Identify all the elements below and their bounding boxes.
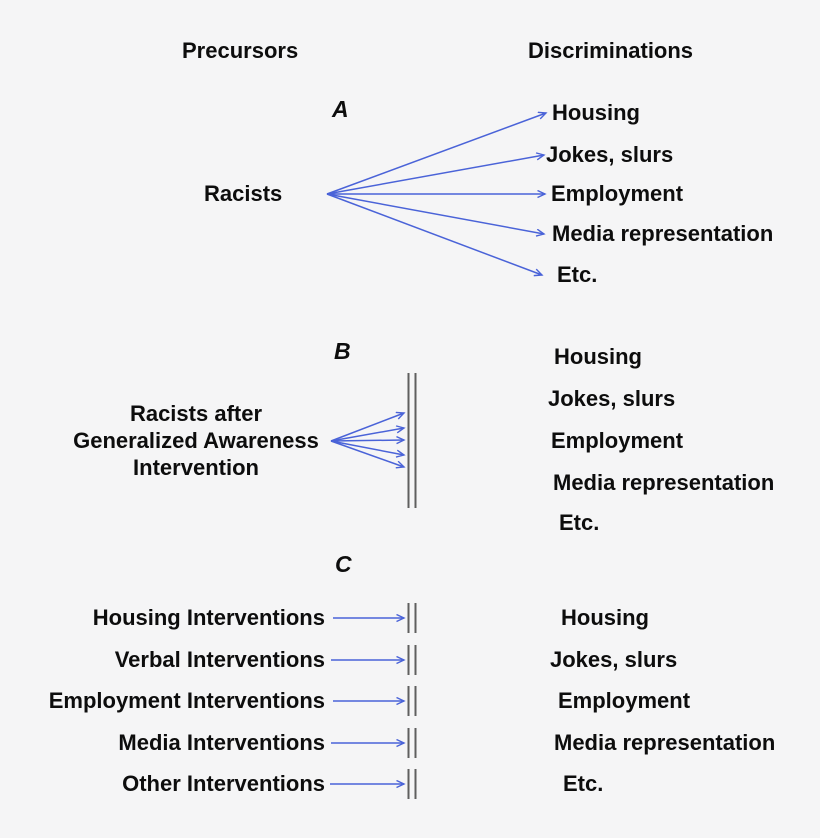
column-header-discriminations: Discriminations bbox=[528, 38, 694, 63]
panel-b-source: Racists after Generalized Awareness Inte… bbox=[40, 400, 352, 481]
arrow-a-housing bbox=[326, 113, 546, 195]
panel-b-arrows bbox=[330, 373, 417, 508]
arrow-b-1 bbox=[330, 413, 404, 442]
arrow-a-etc bbox=[326, 193, 542, 275]
panel-a-label: A bbox=[332, 96, 349, 122]
panel-c-source-housing: Housing Interventions bbox=[92, 605, 325, 630]
panel-c-target-jokes: Jokes, slurs bbox=[550, 647, 678, 672]
panel-c-target-employment: Employment bbox=[558, 688, 691, 713]
panel-b-target-employment: Employment bbox=[551, 428, 684, 453]
panel-b-source-line2: Generalized Awareness bbox=[73, 428, 319, 453]
panel-c-target-etc: Etc. bbox=[563, 771, 604, 796]
panel-c-source-other: Other Interventions bbox=[122, 771, 325, 796]
arrow-a-media bbox=[326, 193, 544, 234]
panel-a-arrows bbox=[326, 113, 546, 275]
panel-a-target-media: Media representation bbox=[552, 221, 774, 246]
panel-b-target-media: Media representation bbox=[553, 470, 775, 495]
panel-a-target-employment: Employment bbox=[551, 181, 684, 206]
panel-c-arrows bbox=[330, 603, 417, 799]
panel-c-target-housing: Housing bbox=[561, 605, 649, 630]
arrow-b-5 bbox=[330, 440, 404, 467]
panel-c-label: C bbox=[335, 551, 352, 577]
panel-c-source-verbal: Verbal Interventions bbox=[114, 647, 325, 672]
panel-b-target-jokes: Jokes, slurs bbox=[548, 386, 676, 411]
panel-c-source-media: Media Interventions bbox=[118, 730, 325, 755]
panel-a-target-jokes: Jokes, slurs bbox=[546, 142, 674, 167]
panel-b-target-housing: Housing bbox=[554, 344, 642, 369]
panel-b-source-line3: Intervention bbox=[133, 455, 259, 480]
panel-b-source-line1: Racists after bbox=[129, 401, 263, 426]
arrow-b-2 bbox=[330, 428, 404, 442]
panel-a-target-housing: Housing bbox=[552, 100, 640, 125]
panel-c-source-employment: Employment Interventions bbox=[48, 688, 325, 713]
column-header-precursors: Precursors bbox=[182, 38, 299, 63]
arrow-a-jokes bbox=[326, 155, 544, 195]
arrow-b-3 bbox=[330, 440, 404, 441]
panel-c-target-media: Media representation bbox=[554, 730, 776, 755]
panel-a-source: Racists bbox=[204, 181, 283, 206]
panel-a-target-etc: Etc. bbox=[557, 262, 598, 287]
panel-b-label: B bbox=[334, 338, 351, 364]
panel-b-target-etc: Etc. bbox=[559, 510, 600, 535]
arrow-b-4 bbox=[330, 440, 404, 455]
